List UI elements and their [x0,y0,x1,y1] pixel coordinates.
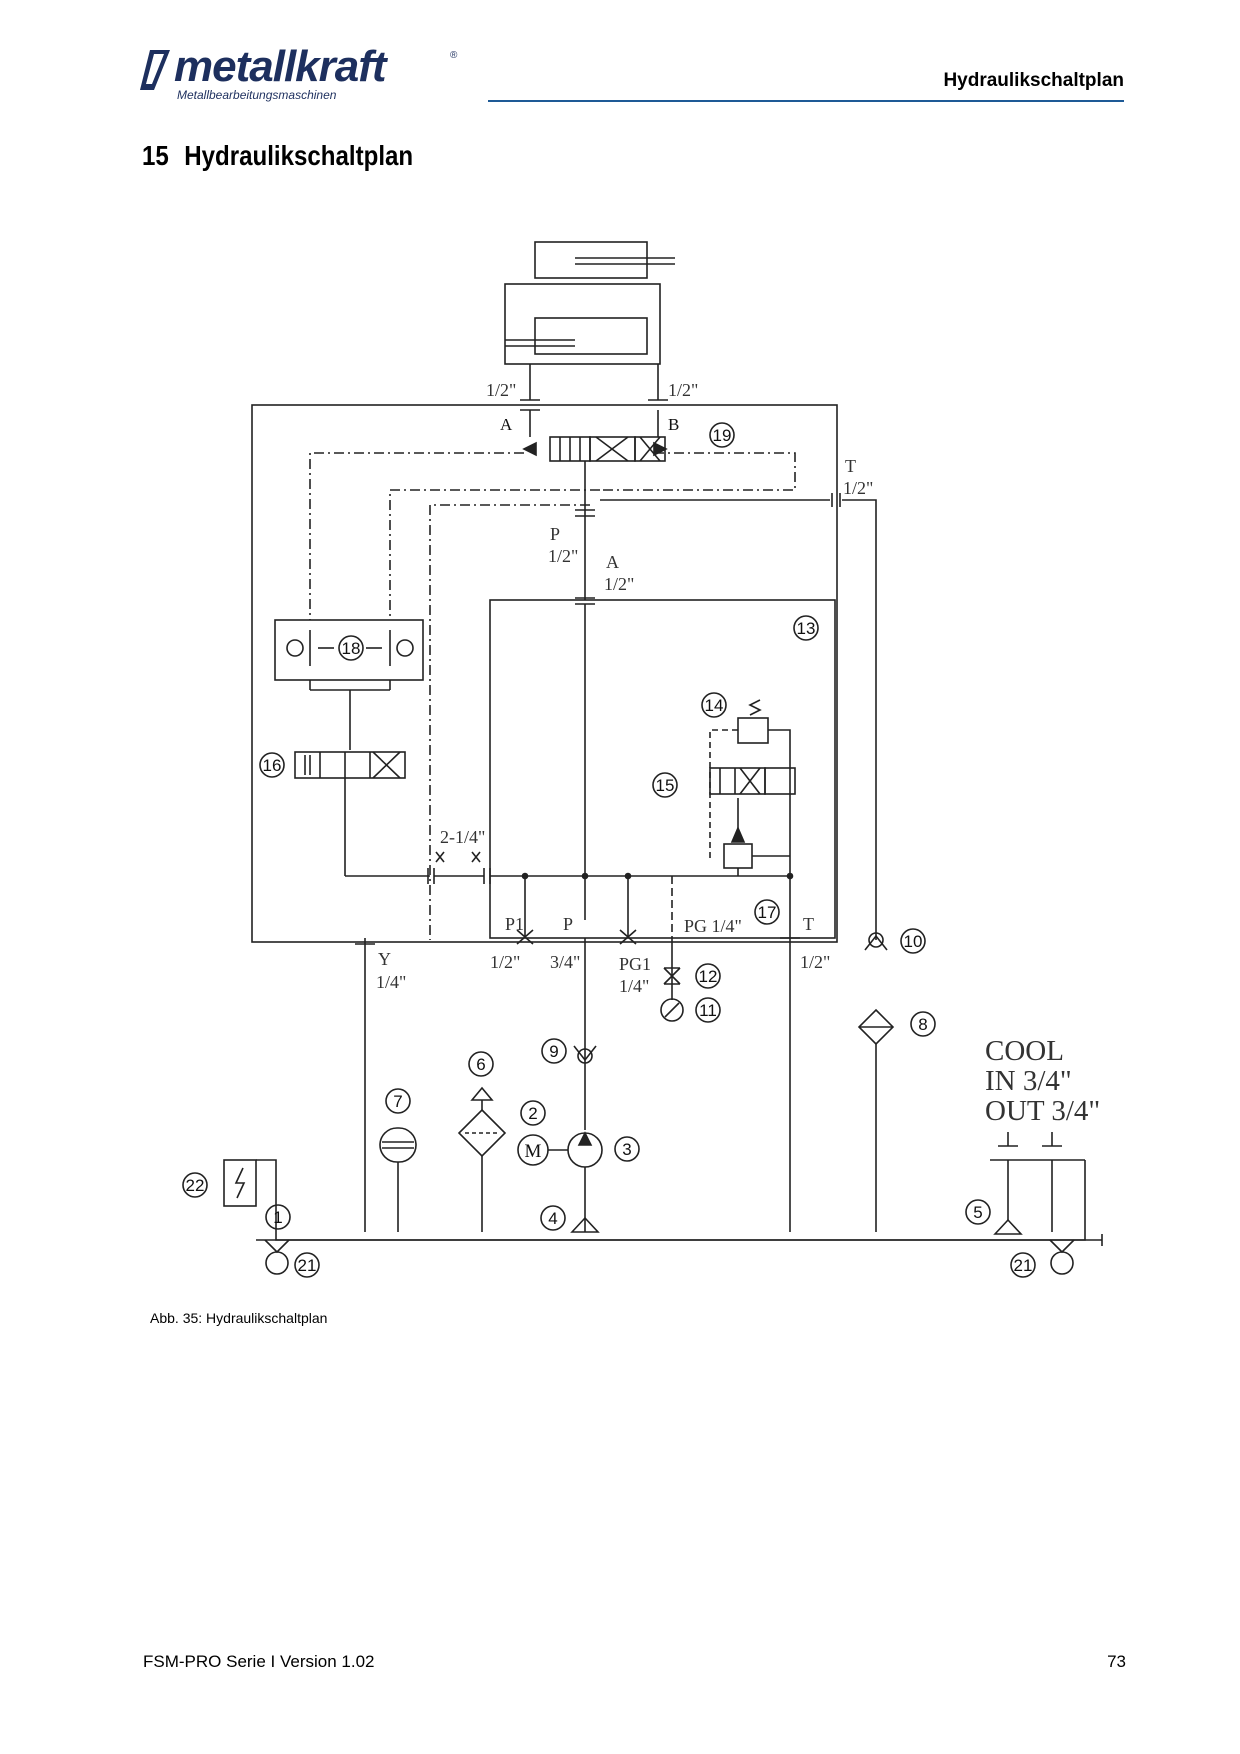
port-a2-size: 1/2" [604,574,634,594]
cyl-b-size: 1/2" [668,380,698,400]
comp-12: 12 [699,967,718,986]
cool-line3: OUT 3/4" [985,1095,1100,1127]
port-p-size: 1/2" [548,546,578,566]
pump-3 [567,1131,603,1168]
logo-mark-icon [140,50,170,90]
logo-subtitle: Metallbearbeitungsmaschinen [177,88,337,102]
flow-control-18 [274,619,424,681]
page-title: 15 Hydraulikschaltplan [142,140,413,172]
comp-2: 2 [528,1104,537,1123]
section-number: 15 [142,140,169,171]
comp-11: 11 [699,1001,717,1020]
port-t-lower: T [803,914,814,934]
port-pg14: PG 1/4" [684,916,742,936]
size-12a: 1/2" [490,952,520,972]
comp-1: 1 [273,1208,282,1227]
directional-valve-19 [520,409,668,462]
cool-line2: IN 3/4" [985,1065,1072,1097]
cooling-connection [990,1132,1086,1235]
check-valve-9 [573,1045,597,1064]
comp-6: 6 [476,1055,485,1074]
cyl-a-size: 1/2" [486,380,516,400]
pressure-valves [709,699,796,876]
section-title: Hydraulikschaltplan [184,140,414,171]
tank-1 [223,1159,1103,1275]
header-divider [488,100,1124,102]
comp-17: 17 [758,903,777,922]
comp-21-left: 21 [298,1256,317,1275]
cylinder-assembly [504,241,675,401]
port-b-label: B [668,415,679,434]
motor-2 [517,1134,568,1166]
port-pg1-size: 1/4" [619,976,649,996]
port-p1: P1 [505,914,524,934]
accumulator-7 [379,1127,417,1232]
comp-22: 22 [186,1176,205,1195]
check-valve-10 [864,932,888,951]
header-title: Hydraulikschaltplan [943,70,1124,91]
comp-21-right: 21 [1014,1256,1033,1275]
figure-caption: Abb. 35: Hydraulikschaltplan [150,1310,328,1326]
directional-valve-16 [294,751,406,779]
size-12b: 1/2" [800,952,830,972]
port-p: P [563,914,573,934]
comp-18: 18 [342,639,361,658]
port-pg1: PG1 [619,954,651,974]
comp-7: 7 [393,1092,402,1111]
tank-symbol-4 [570,1216,600,1233]
component-numbers: 1 2 3 4 5 6 7 8 9 10 11 12 13 14 15 16 1… [182,422,1036,1278]
comp-13: 13 [797,619,816,638]
port-a2-label: A [606,552,619,572]
size-2-14: 2-1/4" [440,827,485,847]
motor-label: M [525,1141,542,1162]
cool-line1: COOL [985,1035,1064,1067]
port-a-label: A [500,415,513,434]
footer-version: FSM-PRO Serie I Version 1.02 [143,1652,375,1671]
port-t-label: T [845,456,856,476]
comp-3: 3 [622,1140,631,1159]
port-y-size: 1/4" [376,972,406,992]
comp-19: 19 [713,426,732,445]
comp-8: 8 [918,1015,927,1034]
brand-logo: metallkraft ® Metallbearbeitungsmaschine… [140,42,470,104]
port-t-size: 1/2" [843,478,873,498]
comp-15: 15 [656,776,675,795]
outer-frame [251,404,838,943]
logo-registered: ® [450,50,458,61]
size-34: 3/4" [550,952,580,972]
port-p-label: P [550,524,560,544]
cooler-8 [857,1008,895,1046]
filter-6 [457,1086,507,1232]
logo-word: metallkraft [174,42,387,91]
comp-5: 5 [973,1203,982,1222]
manifold-block-13 [489,599,836,939]
page-number: 73 [1107,1652,1126,1671]
pilot-lines [309,452,796,940]
comp-4: 4 [548,1209,557,1228]
comp-10: 10 [904,932,923,951]
comp-16: 16 [263,756,282,775]
comp-9: 9 [549,1042,558,1061]
comp-14: 14 [705,696,724,715]
port-y: Y [378,949,391,969]
